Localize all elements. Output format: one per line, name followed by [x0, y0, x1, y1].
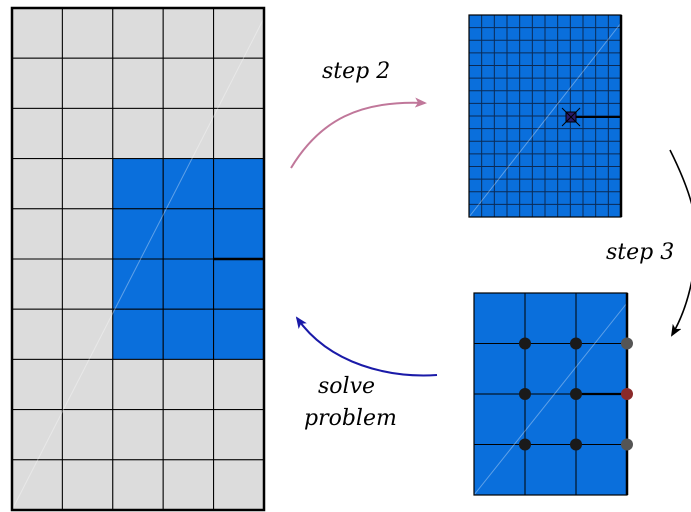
grid-cell	[213, 107, 265, 160]
step2-arrow	[290, 97, 427, 169]
refined-cell	[112, 258, 164, 310]
diagonal-line	[473, 302, 628, 496]
grid-cell	[11, 308, 63, 360]
grid-cell	[213, 459, 265, 511]
solve-label-line1: solve	[318, 374, 375, 399]
grid-cell	[162, 459, 215, 511]
refined-cell	[213, 258, 265, 310]
grid-node	[570, 438, 582, 451]
grid-cell	[213, 409, 265, 461]
grid-cell	[61, 7, 114, 59]
grid-cell	[61, 208, 114, 260]
refined-cell	[162, 258, 215, 310]
fine-grid-panel	[468, 14, 623, 218]
grid-cell	[112, 459, 164, 511]
diagonal-line	[11, 17, 265, 511]
node-grid-panel	[473, 292, 633, 496]
refined-cell	[162, 208, 215, 260]
step2-label: step 2	[322, 59, 390, 84]
grid-cell	[162, 107, 215, 160]
refined-cell	[162, 308, 215, 360]
grid-cell	[61, 57, 114, 109]
grid-cell	[213, 7, 265, 59]
solve-arrow	[295, 316, 438, 377]
grid-cell	[112, 409, 164, 461]
refined-cell	[112, 308, 164, 360]
grid-cell	[11, 208, 63, 260]
grid-cell	[112, 107, 164, 160]
grid-cell	[61, 358, 114, 411]
grid-cell	[11, 158, 63, 210]
grid-node	[570, 337, 582, 350]
focus-cross	[561, 107, 581, 127]
coarse-grid-panel	[10, 6, 266, 512]
grid-cell	[61, 308, 114, 360]
grid-node	[519, 337, 531, 350]
grid-cell	[162, 7, 215, 59]
grid-cell	[61, 459, 114, 511]
grid-cell	[11, 57, 63, 109]
grid-cell	[61, 158, 114, 210]
refined-cell	[213, 208, 265, 260]
grid-cell	[213, 57, 265, 109]
highlighted-node	[621, 388, 633, 400]
grid-cell	[162, 409, 215, 461]
boundary-node	[621, 438, 633, 451]
grid-cell	[11, 7, 63, 59]
refined-cell	[213, 308, 265, 360]
step3-arrow-top	[669, 149, 691, 205]
grid-cell	[112, 57, 164, 109]
refined-cell	[112, 208, 164, 260]
step3-arrow-bottom	[670, 280, 691, 337]
grid-cell	[11, 358, 63, 411]
grid-cell	[112, 358, 164, 411]
grid-node	[519, 388, 531, 400]
grid-cell	[112, 7, 164, 59]
grid-cell	[11, 409, 63, 461]
refined-cell	[213, 158, 265, 210]
grid-cell	[61, 107, 114, 160]
grid-cell	[61, 258, 114, 310]
grid-cell	[11, 459, 63, 511]
grid-cell	[213, 358, 265, 411]
grid-cell	[11, 107, 63, 160]
diagonal-line	[468, 22, 622, 218]
grid-node	[570, 388, 582, 400]
grid-node	[519, 438, 531, 451]
step3-label: step 3	[606, 240, 674, 265]
grid-cell	[162, 57, 215, 109]
refined-cell	[162, 158, 215, 210]
solve-label-line2: problem	[304, 406, 397, 431]
grid-cell	[11, 258, 63, 310]
grid-cell	[61, 409, 114, 461]
grid-cell	[162, 358, 215, 411]
boundary-node	[621, 337, 633, 350]
refined-cell	[112, 158, 164, 210]
